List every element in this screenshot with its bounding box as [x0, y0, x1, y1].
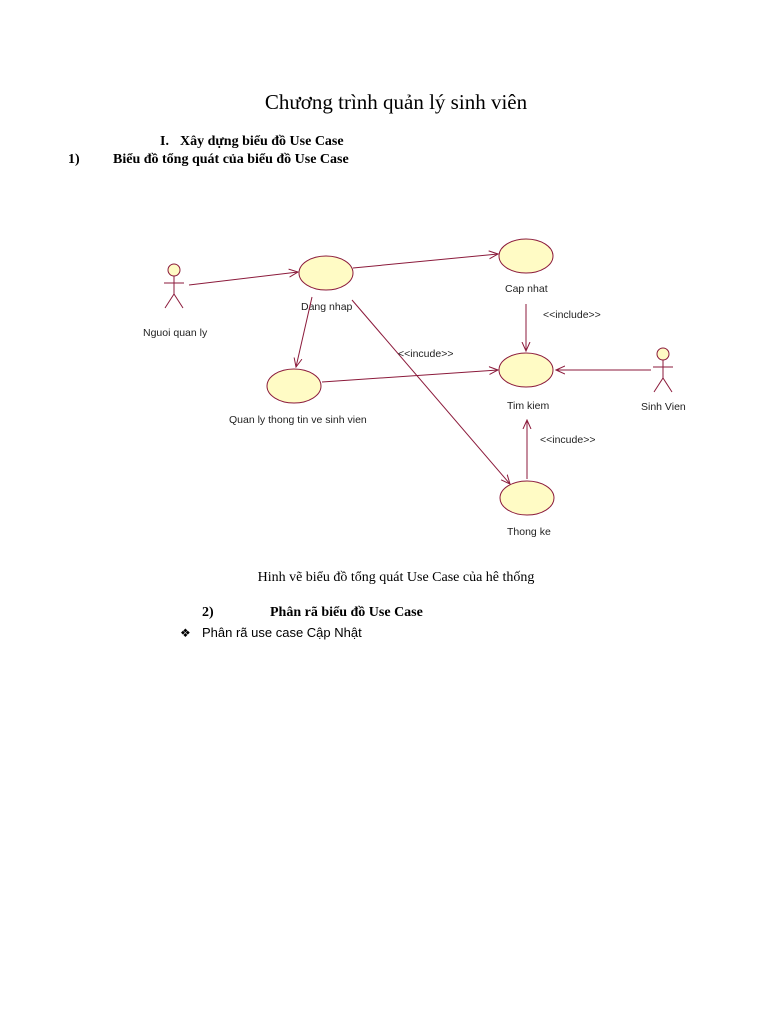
usecase-cap-nhat [498, 238, 554, 274]
usecase-label-dang-nhap: Dang nhap [301, 301, 353, 313]
diamond-bullet-icon: ❖ [180, 626, 191, 640]
arrow-actor-to-dang-nhap [188, 272, 298, 286]
usecase-label-cap-nhat: Cap nhat [505, 283, 548, 295]
section-number: I. [160, 134, 169, 149]
figure-caption: Hinh vẽ biểu đồ tổng quát Use Case của h… [257, 570, 535, 585]
stereotype-include-thong-ke: <<incude>> [540, 434, 595, 446]
stereotype-include-dang-nhap: <<incude>> [398, 348, 453, 360]
usecase-label-tim-kiem: Tim kiem [507, 400, 549, 412]
page-title: Chương trình quản lý sinh viên [264, 90, 528, 114]
usecase-label-thong-ke: Thong ke [507, 526, 551, 538]
usecase-dang-nhap [298, 255, 354, 291]
actor-label-nguoi-quan-ly: Nguoi quan ly [143, 327, 208, 339]
subsection-number-2: 2) [202, 605, 214, 620]
actor-label-sinh-vien: Sinh Vien [641, 401, 686, 413]
arrow-quan-ly-to-tim-kiem [321, 370, 498, 383]
section-title: Xây dựng biểu đồ Use Case [180, 134, 344, 149]
actor-sinh-vien [653, 347, 673, 393]
section-heading-1: I. Xây dựng biểu đồ Use Case [160, 134, 344, 150]
usecase-quan-ly [266, 368, 322, 404]
actor-nguoi-quan-ly [164, 263, 184, 309]
stereotype-include-cap-nhat: <<include>> [543, 309, 601, 321]
subsection-heading-1: Biểu đồ tổng quát của biểu đồ Use Case [113, 152, 349, 167]
arrow-dang-nhap-to-cap-nhat [352, 254, 498, 269]
bullet-text: Phân rã use case Cập Nhật [202, 625, 362, 640]
subsection-number-1: 1) [68, 152, 80, 167]
usecase-label-quan-ly: Quan ly thong tin ve sinh vien [229, 414, 367, 426]
arrow-dang-nhap-to-quan-ly [296, 296, 313, 367]
usecase-thong-ke [499, 480, 555, 516]
subsection-heading-2: Phân rã biểu đồ Use Case [270, 605, 423, 620]
usecase-tim-kiem [498, 352, 554, 388]
bullet-item: ❖ Phân rã use case Cập Nhật [180, 625, 362, 640]
arrow-dang-nhap-to-thong-ke [351, 299, 510, 484]
